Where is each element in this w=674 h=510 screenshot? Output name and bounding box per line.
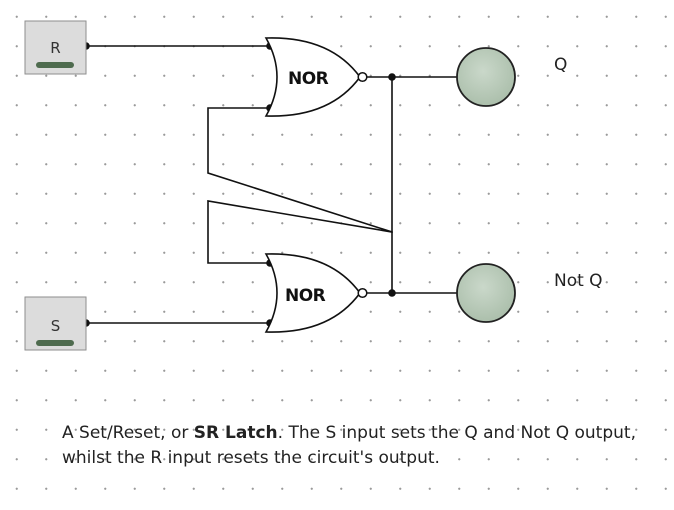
not-q-lamp-bulb[interactable] <box>456 263 516 323</box>
wire-q-feedback <box>207 77 393 264</box>
not-q-output-label: Not Q <box>554 271 603 291</box>
s-switch-label: S <box>51 317 61 335</box>
top-nor-gate-label: NOR <box>288 69 329 89</box>
caption-text-end: . The S input sets the Q and Not Q outpu… <box>62 423 636 468</box>
r-switch-toggle-bar[interactable] <box>36 62 74 68</box>
q-lamp-bulb[interactable] <box>456 47 516 107</box>
top-nor-inverter-bubble <box>357 71 368 83</box>
r-switch[interactable]: R <box>24 20 87 75</box>
top-nor-gate[interactable]: NOR <box>264 37 368 117</box>
s-switch[interactable]: S <box>24 296 87 351</box>
wire-not-q-feedback <box>207 107 393 293</box>
s-switch-toggle-bar[interactable] <box>36 340 74 346</box>
junction-dot <box>388 289 396 297</box>
q-output-label: Q <box>554 55 567 75</box>
r-switch-label: R <box>50 39 60 57</box>
bottom-nor-gate-label: NOR <box>285 286 326 306</box>
wires <box>86 45 458 324</box>
caption-text-start: A Set/Reset, or <box>62 423 194 443</box>
bottom-nor-gate-body[interactable] <box>264 253 361 333</box>
top-nor-gate-body[interactable] <box>264 37 361 117</box>
not-q-output-lamp[interactable] <box>456 263 516 323</box>
diagram-caption: A Set/Reset, or SR Latch. The S input se… <box>62 421 662 471</box>
bottom-nor-gate[interactable]: NOR <box>264 253 368 333</box>
junction-dot <box>388 73 396 81</box>
bottom-nor-inverter-bubble <box>357 287 368 299</box>
caption-bold-term: SR Latch <box>193 423 278 443</box>
q-output-lamp[interactable] <box>456 47 516 107</box>
